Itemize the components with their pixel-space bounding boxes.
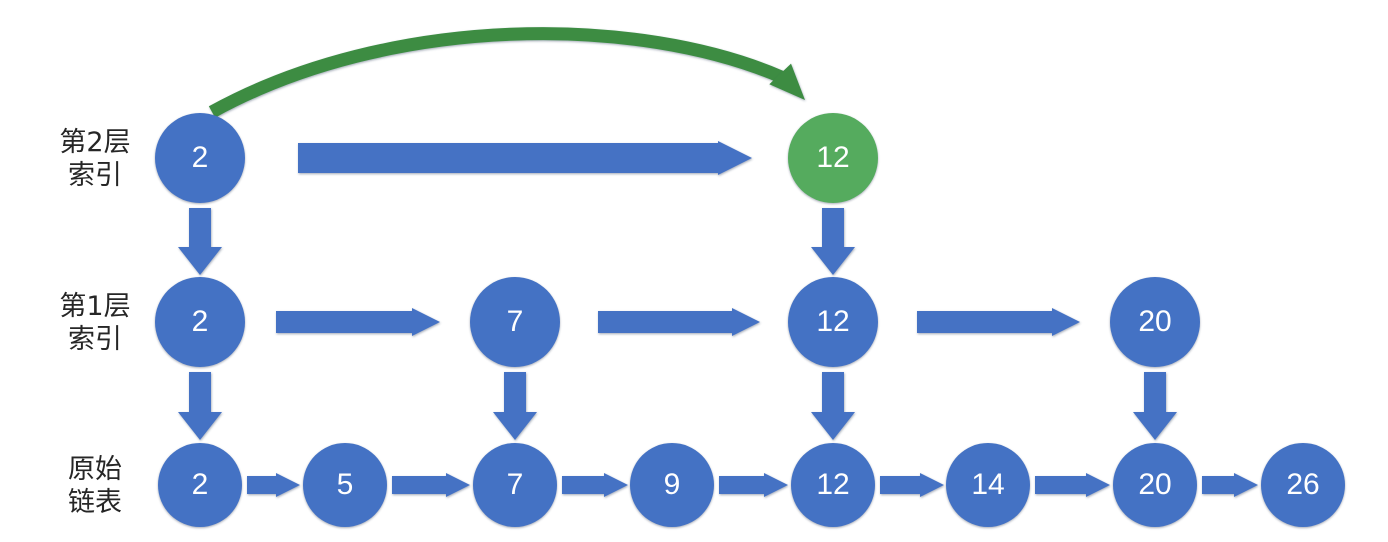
- row-label-level1-line2: 索引: [68, 324, 122, 355]
- node-base-7[interactable]: 7: [473, 443, 557, 527]
- node-value: 14: [971, 468, 1005, 501]
- h-arrow-level1-1: [598, 308, 760, 336]
- row-label-level1-line1: 第1层: [59, 291, 131, 322]
- h-arrow-base-1: [392, 473, 470, 497]
- row-label-level2-line2: 索引: [68, 160, 122, 191]
- h-arrow-base-4: [880, 473, 944, 497]
- v-arrow-level2-2-to-level1-2: [178, 208, 222, 275]
- node-base-20[interactable]: 20: [1113, 443, 1197, 527]
- h-arrow-base-6: [1202, 473, 1258, 497]
- vertical-arrows: [178, 208, 1177, 440]
- v-arrow-level1-20-to-base-20: [1133, 372, 1177, 440]
- row-label-level2: 第2层 索引: [30, 126, 160, 192]
- v-arrow-level1-12-to-base-12: [811, 372, 855, 440]
- v-arrow-level1-7-to-base-7: [493, 372, 537, 440]
- row-label-base-line1: 原始: [68, 454, 122, 485]
- node-value: 9: [663, 468, 681, 501]
- node-value: 7: [506, 305, 524, 338]
- node-value: 2: [191, 141, 209, 174]
- search-path-arrowhead: [769, 63, 805, 100]
- node-base-9[interactable]: 9: [630, 443, 714, 527]
- row-label-level2-line1: 第2层: [59, 127, 131, 158]
- row-label-base-line2: 链表: [68, 487, 122, 518]
- horizontal-arrows: [247, 141, 1258, 497]
- node-level1-7[interactable]: 7: [470, 277, 560, 367]
- node-value: 20: [1138, 468, 1172, 501]
- node-value: 2: [191, 305, 209, 338]
- node-base-5[interactable]: 5: [303, 443, 387, 527]
- h-arrow-base-3: [719, 473, 788, 497]
- node-level2-2[interactable]: 2: [155, 113, 245, 203]
- h-arrow-level1-0: [276, 308, 440, 336]
- node-value: 12: [816, 305, 850, 338]
- node-value: 12: [816, 468, 850, 501]
- node-value: 2: [191, 468, 209, 501]
- node-level1-12[interactable]: 12: [788, 277, 878, 367]
- node-base-2[interactable]: 2: [158, 443, 242, 527]
- node-value: 20: [1138, 305, 1172, 338]
- node-value: 12: [816, 141, 850, 174]
- h-arrow-level2-0: [298, 141, 752, 175]
- node-base-14[interactable]: 14: [946, 443, 1030, 527]
- node-base-12[interactable]: 12: [791, 443, 875, 527]
- search-path-arrow: [208, 27, 805, 118]
- node-base-26[interactable]: 26: [1261, 443, 1345, 527]
- row-label-level1: 第1层 索引: [30, 290, 160, 356]
- h-arrow-base-2: [562, 473, 628, 497]
- node-level2-12[interactable]: 12: [788, 113, 878, 203]
- h-arrow-level1-2: [917, 308, 1080, 336]
- node-level1-2[interactable]: 2: [155, 277, 245, 367]
- search-path-curve: [208, 27, 787, 118]
- v-arrow-level1-2-to-base-2: [178, 372, 222, 440]
- h-arrow-base-0: [247, 473, 300, 497]
- v-arrow-level2-12-to-level1-12: [811, 208, 855, 275]
- node-value: 26: [1286, 468, 1320, 501]
- node-level1-20[interactable]: 20: [1110, 277, 1200, 367]
- h-arrow-base-5: [1035, 473, 1110, 497]
- node-value: 7: [506, 468, 524, 501]
- node-value: 5: [336, 468, 354, 501]
- row-label-base: 原始 链表: [30, 453, 160, 519]
